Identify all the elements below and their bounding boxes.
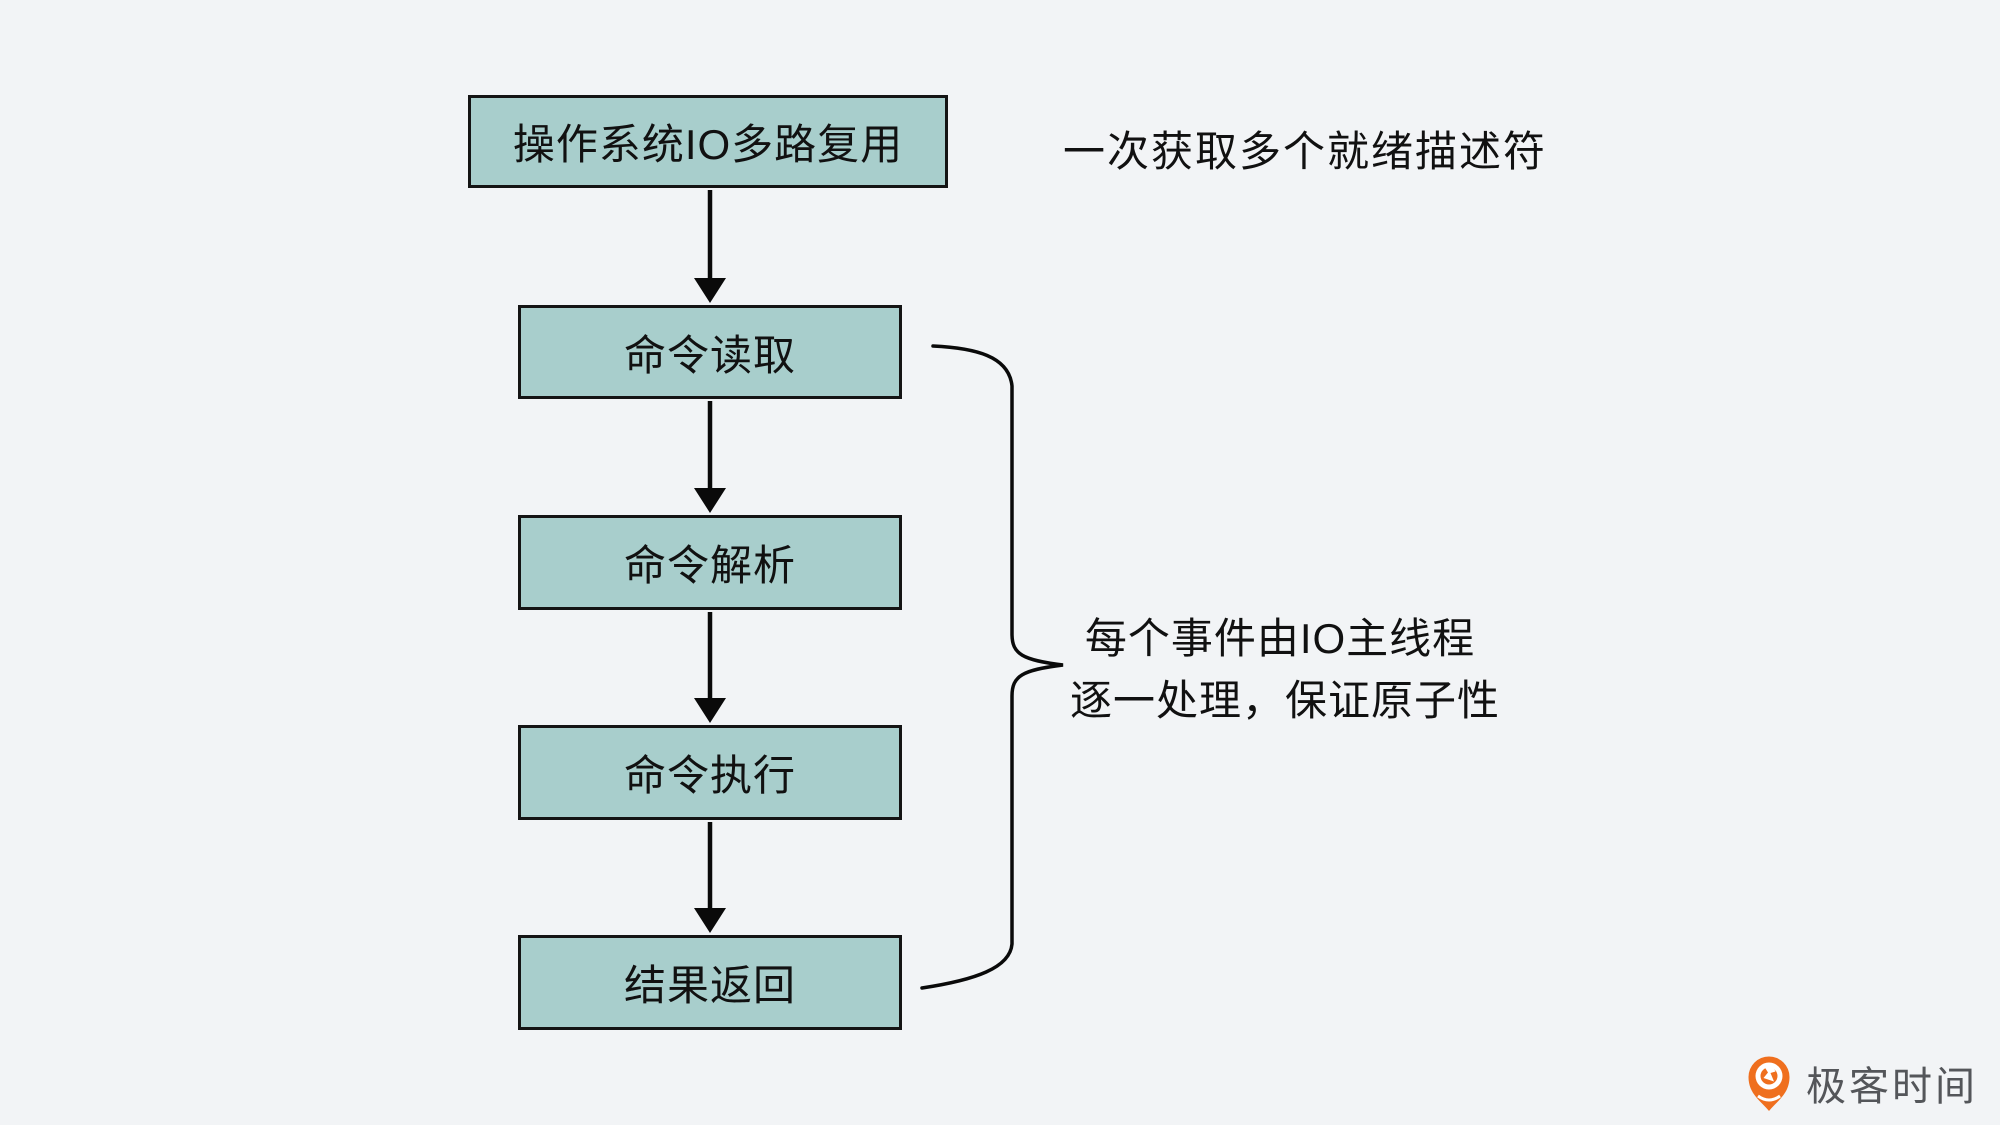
flow-box-label: 结果返回 [623, 962, 796, 1009]
flow-box-result-return: 结果返回 [518, 935, 902, 1030]
flow-box-label: 命令解析 [623, 542, 796, 589]
flow-box-command-execute: 命令执行 [518, 725, 902, 820]
geektime-logo: 极客时间 [1746, 1054, 1978, 1112]
flow-arrow-4 [694, 822, 726, 933]
flow-box-label: 操作系统IO多路复用 [512, 121, 904, 168]
brace-note-line1: 每个事件由IO主线程 [1084, 615, 1476, 662]
flow-arrow-3 [694, 612, 726, 723]
flow-box-label: 命令执行 [623, 752, 796, 799]
multiplex-note: 一次获取多个就绪描述符 [1063, 128, 1548, 175]
brace-note-line2: 逐一处理，保证原子性 [1070, 677, 1501, 724]
flow-box-command-read: 命令读取 [518, 305, 902, 399]
flow-arrow-1 [694, 190, 726, 303]
flow-box-command-parse: 命令解析 [518, 515, 902, 610]
geektime-logo-text: 极客时间 [1806, 1065, 1978, 1109]
geektime-pin-icon [1748, 1056, 1790, 1111]
flow-box-os-io-multiplexing: 操作系统IO多路复用 [468, 95, 948, 188]
brace-note: 每个事件由IO主线程 逐一处理，保证原子性 [1070, 608, 1501, 732]
flow-box-label: 命令读取 [623, 331, 796, 379]
flow-arrow-2 [694, 401, 726, 513]
brace-connector [920, 344, 1064, 990]
